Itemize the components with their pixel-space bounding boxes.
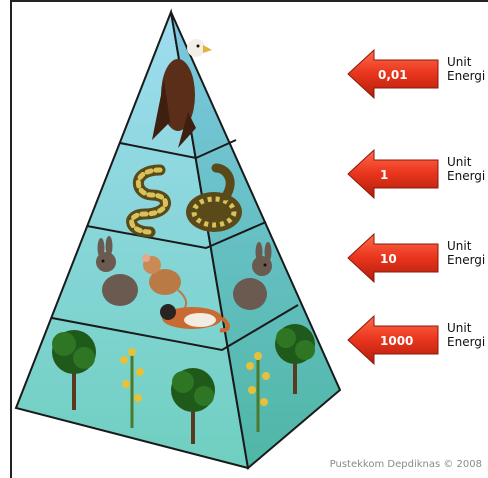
unit-word: Unit — [447, 239, 471, 253]
energi-word: Energi — [447, 69, 485, 83]
unit-word: Unit — [447, 321, 471, 335]
energi-word: Energi — [447, 169, 485, 183]
copyright-credit: Pustekkom Depdiknas © 2008 — [330, 459, 482, 470]
energy-arrow-level-4: 1000 — [348, 316, 438, 364]
unit-word: Unit — [447, 55, 471, 69]
unit-word: Unit — [447, 155, 471, 169]
energi-word: Energi — [447, 335, 485, 349]
energy-value-4: 1000 — [380, 334, 413, 348]
energy-value-3: 10 — [380, 252, 397, 266]
energi-word: Energi — [447, 253, 485, 267]
energy-arrow-level-3: 10 — [348, 234, 438, 282]
energy-value-2: 1 — [380, 168, 388, 182]
energy-arrow-level-2: 1 — [348, 150, 438, 198]
energy-value-1: 0,01 — [378, 68, 408, 82]
energy-arrow-level-1: 0,01 — [348, 50, 438, 98]
